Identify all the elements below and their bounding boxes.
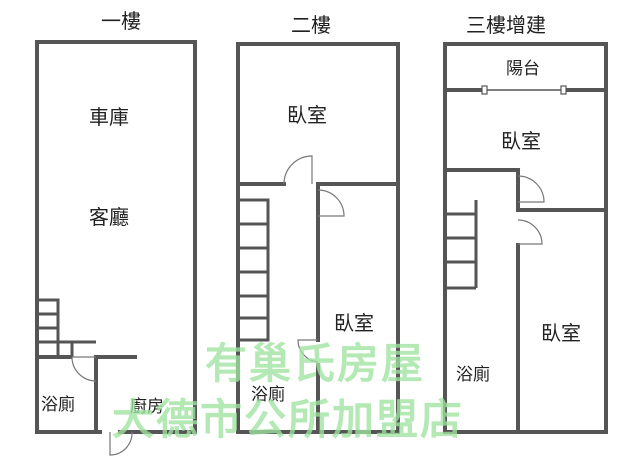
room-f2-bedroom-b: 臥室 — [334, 311, 374, 335]
floor-3-bedroom-b-door — [517, 219, 543, 245]
room-f3-bedroom-a: 臥室 — [501, 129, 541, 153]
room-f2-bath: 浴廁 — [251, 384, 285, 405]
watermark: 有巢氏房屋 大德市公所加盟店 — [112, 339, 464, 444]
floor-3-bedroom-wall — [443, 168, 608, 212]
room-f3-bath: 浴廁 — [456, 364, 490, 385]
floor-2-outer-wall — [236, 42, 400, 434]
floor-2-bath-door — [297, 339, 319, 363]
floor-3-bedroom-a-door — [517, 175, 545, 203]
room-f3-bedroom-b: 臥室 — [541, 321, 581, 345]
floor-2-plan: 二樓 臥室 臥室 浴廁 — [236, 13, 400, 434]
floor-3-stairs — [445, 200, 478, 290]
floor-1-entry-door — [109, 431, 133, 456]
floor-3-outer-wall — [443, 42, 608, 434]
watermark-line-2: 大德市公所加盟店 — [112, 395, 464, 444]
floor-2-bedroom-door — [283, 155, 313, 185]
room-balcony: 陽台 — [506, 59, 540, 79]
room-f1-bath: 浴廁 — [41, 394, 75, 415]
room-kitchen: 廚房 — [130, 396, 164, 417]
floor-1-outer-wall — [35, 40, 197, 434]
watermark-line-1: 有巢氏房屋 — [205, 339, 425, 388]
room-f2-bedroom-a: 臥室 — [287, 103, 327, 127]
floor-2-right-bedroom-door — [317, 189, 345, 217]
floor-3-balcony-window — [443, 85, 608, 95]
floor-2-stairs — [238, 198, 270, 342]
floor-1-bath-door — [71, 356, 97, 382]
floor-1-stairs — [37, 298, 96, 357]
floor-3-plan: 三樓增建 陽台 臥室 臥室 浴廁 — [443, 13, 608, 434]
floor-3-title: 三樓增建 — [466, 13, 546, 37]
room-garage: 車庫 — [89, 105, 129, 129]
floor-2-title: 二樓 — [291, 13, 331, 37]
floor-1-title: 一樓 — [101, 9, 141, 33]
room-living: 客廳 — [89, 205, 129, 229]
floor-1-plan: 一樓 車庫 客廳 浴廁 廚房 — [35, 9, 197, 456]
